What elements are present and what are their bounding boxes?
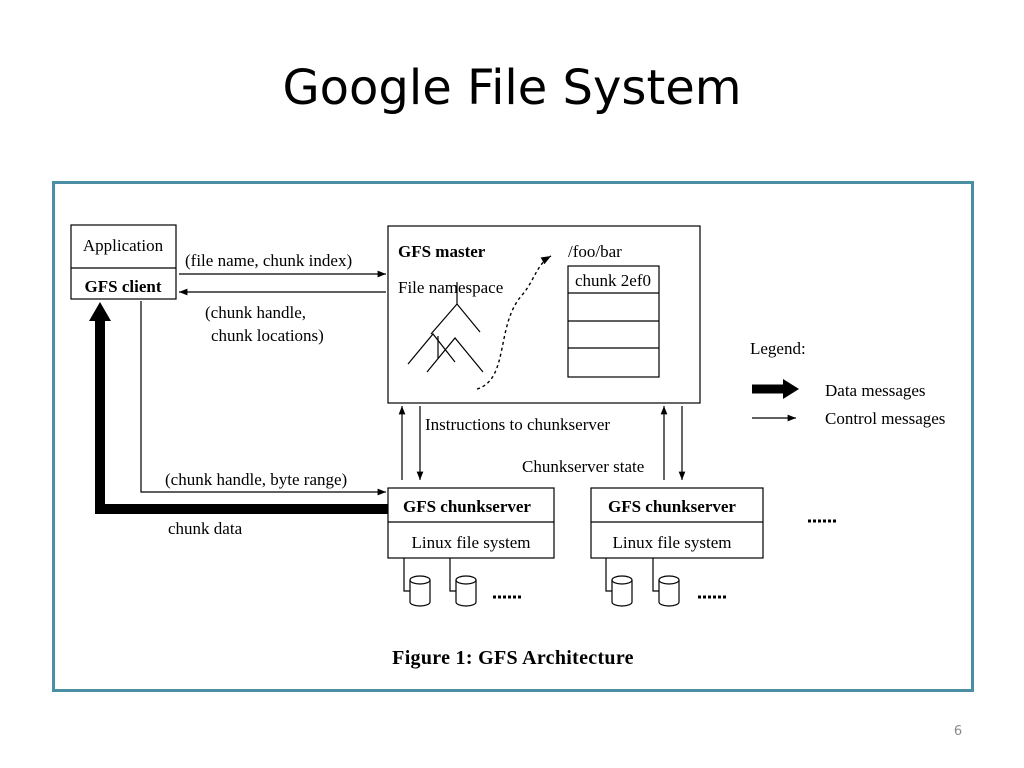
legend: Legend: Data messages Control messages — [750, 339, 945, 428]
chunkserver-2-fs: Linux file system — [613, 533, 732, 552]
path-label: /foo/bar — [568, 242, 622, 261]
chunkserver-2-disks — [605, 558, 728, 607]
reply-label-line2: chunk locations) — [211, 326, 324, 345]
client-box: Application GFS client — [70, 224, 177, 300]
legend-data-label: Data messages — [825, 381, 926, 400]
state-label: Chunkserver state — [522, 457, 644, 476]
chunkserver-1-title: GFS chunkserver — [403, 497, 531, 516]
legend-control-label: Control messages — [825, 409, 945, 428]
chunkserver-2-title: GFS chunkserver — [608, 497, 736, 516]
chunkserver-box-2: GFS chunkserver Linux file system — [590, 487, 764, 559]
figure-caption: Figure 1: GFS Architecture — [392, 647, 634, 669]
application-label: Application — [83, 236, 164, 255]
read-request-label: (chunk handle, byte range) — [165, 470, 347, 489]
page-number: 6 — [953, 724, 963, 739]
master-box: GFS master File namespace /foo/bar chunk… — [387, 225, 701, 404]
legend-title: Legend: — [750, 339, 806, 358]
chunkserver-1-disks — [403, 558, 523, 607]
chunkserver-1-fs: Linux file system — [412, 533, 531, 552]
chunkserver-box-1: GFS chunkserver Linux file system — [387, 487, 555, 559]
gfs-client-label: GFS client — [85, 277, 162, 296]
gfs-architecture-diagram: Application GFS client GFS master File n… — [70, 224, 945, 669]
chunk-data-label: chunk data — [168, 519, 243, 538]
request-label: (file name, chunk index) — [185, 251, 352, 270]
figure-frame: Application GFS client GFS master File n… — [52, 181, 974, 692]
slide-title: Google File System — [282, 60, 742, 116]
instructions-label: Instructions to chunkserver — [425, 415, 610, 434]
chunk-table: chunk 2ef0 — [567, 265, 660, 378]
chunk-data-arrow — [89, 302, 388, 514]
chunk-handle-label: chunk 2ef0 — [575, 271, 651, 290]
namespace-tree — [407, 282, 484, 373]
namespace-pointer — [476, 255, 552, 390]
gfs-master-label: GFS master — [398, 242, 486, 261]
legend-data-arrow-head — [783, 379, 799, 399]
reply-label-line1: (chunk handle, — [205, 303, 306, 322]
read-request-arrow — [140, 301, 386, 496]
file-namespace-label: File namespace — [398, 278, 503, 297]
